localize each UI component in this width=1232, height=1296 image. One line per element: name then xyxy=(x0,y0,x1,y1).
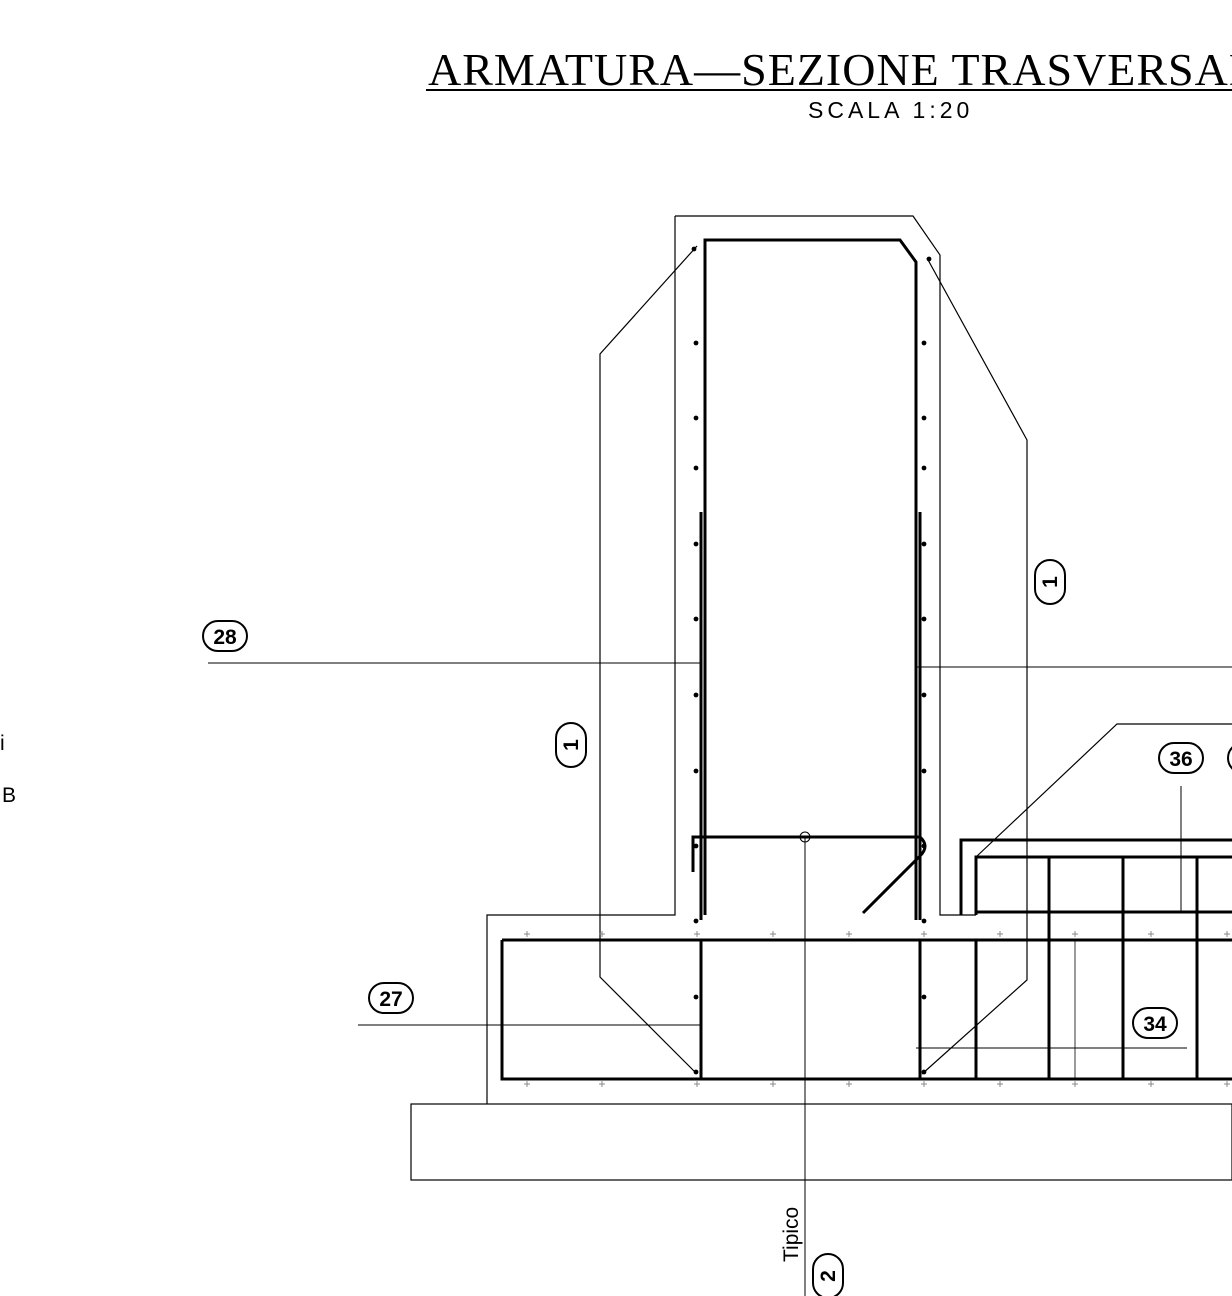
bar-point xyxy=(693,465,699,471)
bar-point xyxy=(693,340,699,346)
tipico-label: Tipico xyxy=(780,1207,803,1262)
bar-point xyxy=(693,415,699,421)
tag-28: 28 xyxy=(202,620,248,652)
bar-point xyxy=(921,692,927,698)
bar-cross xyxy=(694,1081,700,1087)
bar-point xyxy=(693,768,699,774)
bar-point xyxy=(693,843,699,849)
bar-crosses xyxy=(524,931,1230,1087)
tag-1-left-label: 1 xyxy=(560,739,583,751)
bar-point xyxy=(921,415,927,421)
bar-point xyxy=(921,616,927,622)
bar-point xyxy=(921,768,927,774)
tag-36: 36 xyxy=(1158,742,1204,774)
bar-point xyxy=(693,1069,699,1075)
bar-point xyxy=(921,994,927,1000)
bar-cross xyxy=(524,931,530,937)
bar-point xyxy=(921,918,927,924)
bar-cross xyxy=(694,931,700,937)
tag-2: 2 xyxy=(812,1253,844,1296)
bar-cross xyxy=(846,1081,852,1087)
bar-cross xyxy=(1224,931,1230,937)
tag-1-right: 1 xyxy=(1034,559,1066,605)
column-bar-left xyxy=(703,238,918,920)
tag-partial-right xyxy=(1227,746,1232,770)
bar-point xyxy=(921,340,927,346)
bar-cross xyxy=(1148,931,1154,937)
bar-point xyxy=(693,541,699,547)
tag-27-label: 27 xyxy=(379,988,402,1011)
concrete-outline xyxy=(410,215,1232,1181)
bar-point xyxy=(693,994,699,1000)
side-fragment-2: B xyxy=(2,784,16,807)
tag-27: 27 xyxy=(368,982,414,1014)
main-reinforcement xyxy=(500,238,1232,1081)
bar-cross xyxy=(846,931,852,937)
bar-cross xyxy=(997,1081,1003,1087)
bar-point xyxy=(693,692,699,698)
bar-cross xyxy=(1072,1081,1078,1087)
bar-point xyxy=(693,918,699,924)
side-fragment-1: i xyxy=(0,732,5,755)
bar-cross xyxy=(997,931,1003,937)
bar-cross xyxy=(599,1081,605,1087)
drawing-title: ARMATURA—SEZIONE TRASVERSAL xyxy=(428,44,1232,95)
bar-cross xyxy=(921,1081,927,1087)
bar-point xyxy=(921,1069,927,1075)
bar-point xyxy=(691,246,697,252)
bar-cross xyxy=(770,1081,776,1087)
bar-cross xyxy=(1148,1081,1154,1087)
leader-lines xyxy=(208,662,1232,1296)
bar-cross xyxy=(524,1081,530,1087)
bar-point xyxy=(921,843,927,849)
bar-point xyxy=(693,616,699,622)
bar-cross xyxy=(1224,1081,1230,1087)
tag-34-label: 34 xyxy=(1143,1013,1167,1036)
bar-cross xyxy=(921,931,927,937)
bar-point xyxy=(926,256,932,262)
footing-bar xyxy=(500,938,1232,1081)
tag-36-label: 36 xyxy=(1169,748,1192,771)
tag-1-left: 1 xyxy=(555,722,587,768)
bar-points xyxy=(691,246,932,1075)
drawing-scale: SCALA 1:20 xyxy=(808,97,973,123)
bar-cross xyxy=(599,931,605,937)
bar-point xyxy=(921,465,927,471)
bar-cross xyxy=(770,931,776,937)
tag-1-right-label: 1 xyxy=(1039,576,1062,588)
bar-point xyxy=(921,541,927,547)
tag-28-label: 28 xyxy=(213,626,237,649)
bar-cross xyxy=(1072,931,1078,937)
tag-2-label: 2 xyxy=(817,1270,840,1282)
tag-34: 34 xyxy=(1132,1007,1178,1039)
base-slab xyxy=(410,1103,1232,1181)
stirrup-outline xyxy=(599,245,698,1075)
